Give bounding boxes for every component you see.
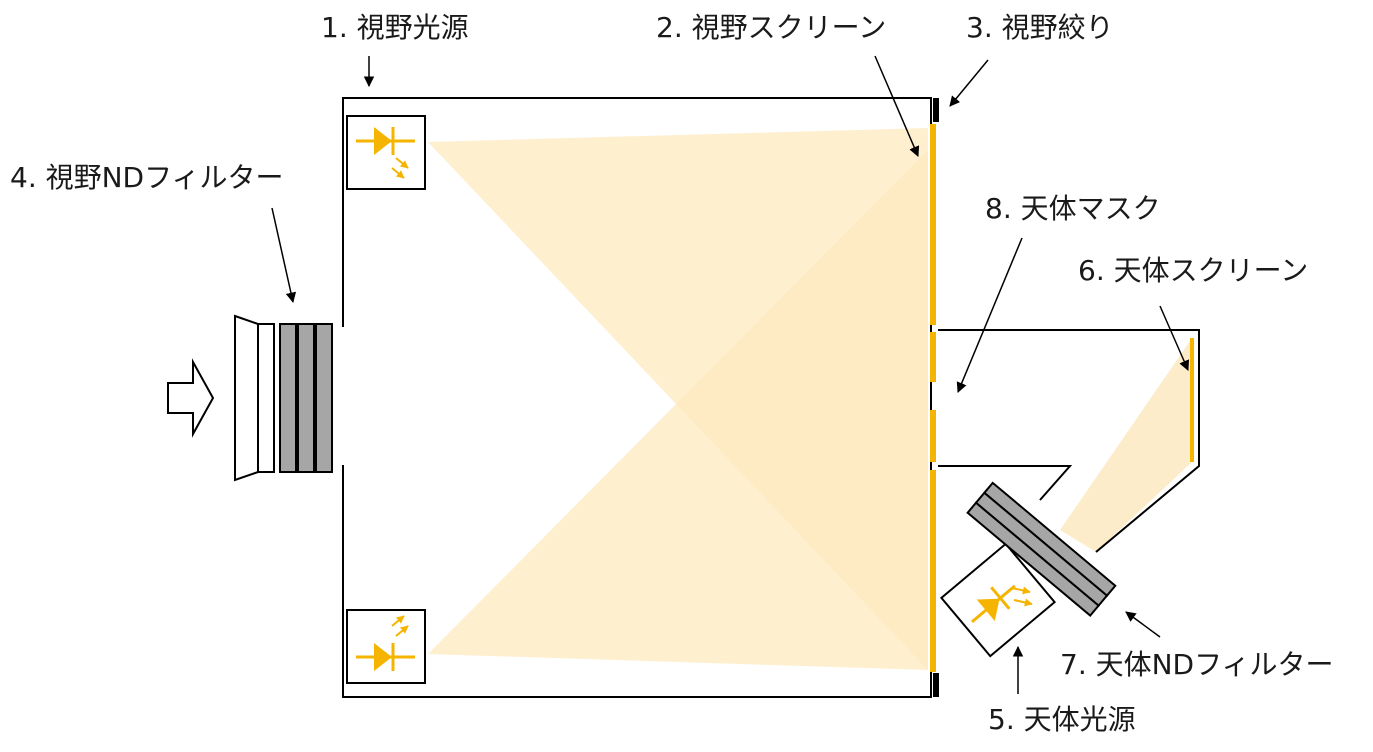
celestial-led-rays <box>1011 586 1033 607</box>
led-diode-icon <box>970 584 1016 624</box>
led-diode-icon <box>356 615 415 671</box>
leader-celestial-nd-filter <box>1125 611 1161 638</box>
celestial-light-beam <box>1060 338 1192 552</box>
label-celestial-screen: 6. 天体スクリーン <box>1078 254 1309 287</box>
led-diode-icon <box>356 127 415 179</box>
field-light-source-bottom <box>346 609 426 684</box>
label-celestial-light-source: 5. 天体光源 <box>988 703 1136 736</box>
field-light-beam-bottom <box>428 150 928 670</box>
label-celestial-nd-filter: 7. 天体NDフィルター <box>1060 648 1334 681</box>
celestial-nd-filter <box>966 481 1117 617</box>
eyepiece-assembly <box>234 314 275 482</box>
label-field-stop: 3. 視野絞り <box>966 11 1114 44</box>
label-field-light-source: 1. 視野光源 <box>321 11 469 44</box>
celestial-enclosure <box>938 329 1200 553</box>
main-enclosure <box>342 97 932 698</box>
label-field-screen: 2. 視野スクリーン <box>656 11 887 44</box>
leader-celestial-screen <box>1159 305 1190 371</box>
label-field-nd-filter: 4. 視野NDフィルター <box>10 161 284 194</box>
leader-celestial-mask <box>956 237 1023 393</box>
celestial-light-source <box>939 542 1057 658</box>
leader-field-nd-filter <box>271 207 297 304</box>
field-nd-filter <box>279 323 333 473</box>
right-arrow-icon <box>167 358 215 438</box>
leader-field-screen <box>874 55 920 157</box>
field-light-source-top <box>346 115 426 190</box>
label-celestial-mask: 8. 天体マスク <box>985 192 1161 225</box>
leader-field-stop <box>949 59 989 107</box>
